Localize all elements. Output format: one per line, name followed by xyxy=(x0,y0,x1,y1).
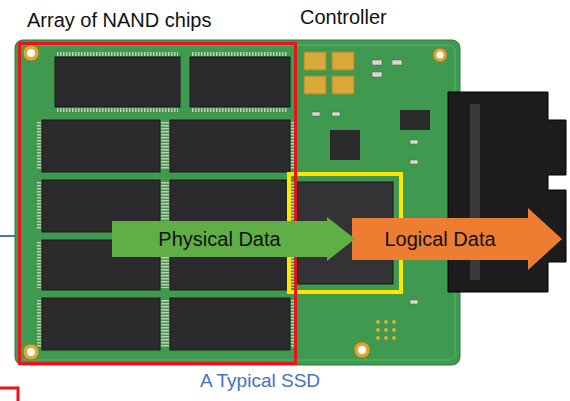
nand-array-box: Array of NAND chips xyxy=(18,42,297,365)
mounting-holes xyxy=(23,45,447,360)
small-chip xyxy=(400,110,430,130)
physical-data-arrow: Physical Data xyxy=(112,217,355,261)
arrow-body xyxy=(112,217,355,261)
caption: A Typical SSD xyxy=(200,370,320,392)
leader-line xyxy=(0,235,16,237)
gold-pads xyxy=(304,52,354,94)
box-heading: Array of NAND chips xyxy=(27,9,212,32)
partial-frame xyxy=(0,388,18,401)
arrow-label: Logical Data xyxy=(352,208,528,270)
sata-connector xyxy=(448,92,566,292)
test-pads xyxy=(376,320,396,340)
chip-pins xyxy=(39,54,293,348)
pcb-board xyxy=(15,40,460,365)
pcb-trace xyxy=(20,45,455,360)
small-chip xyxy=(330,130,360,160)
part-name: Controller xyxy=(300,6,387,29)
logical-data-arrow: Logical Data xyxy=(352,208,562,270)
hole-centres xyxy=(27,49,444,356)
nand-chips xyxy=(42,57,290,350)
arrow-body xyxy=(352,208,562,270)
arrow-label: Physical Data xyxy=(112,217,327,261)
